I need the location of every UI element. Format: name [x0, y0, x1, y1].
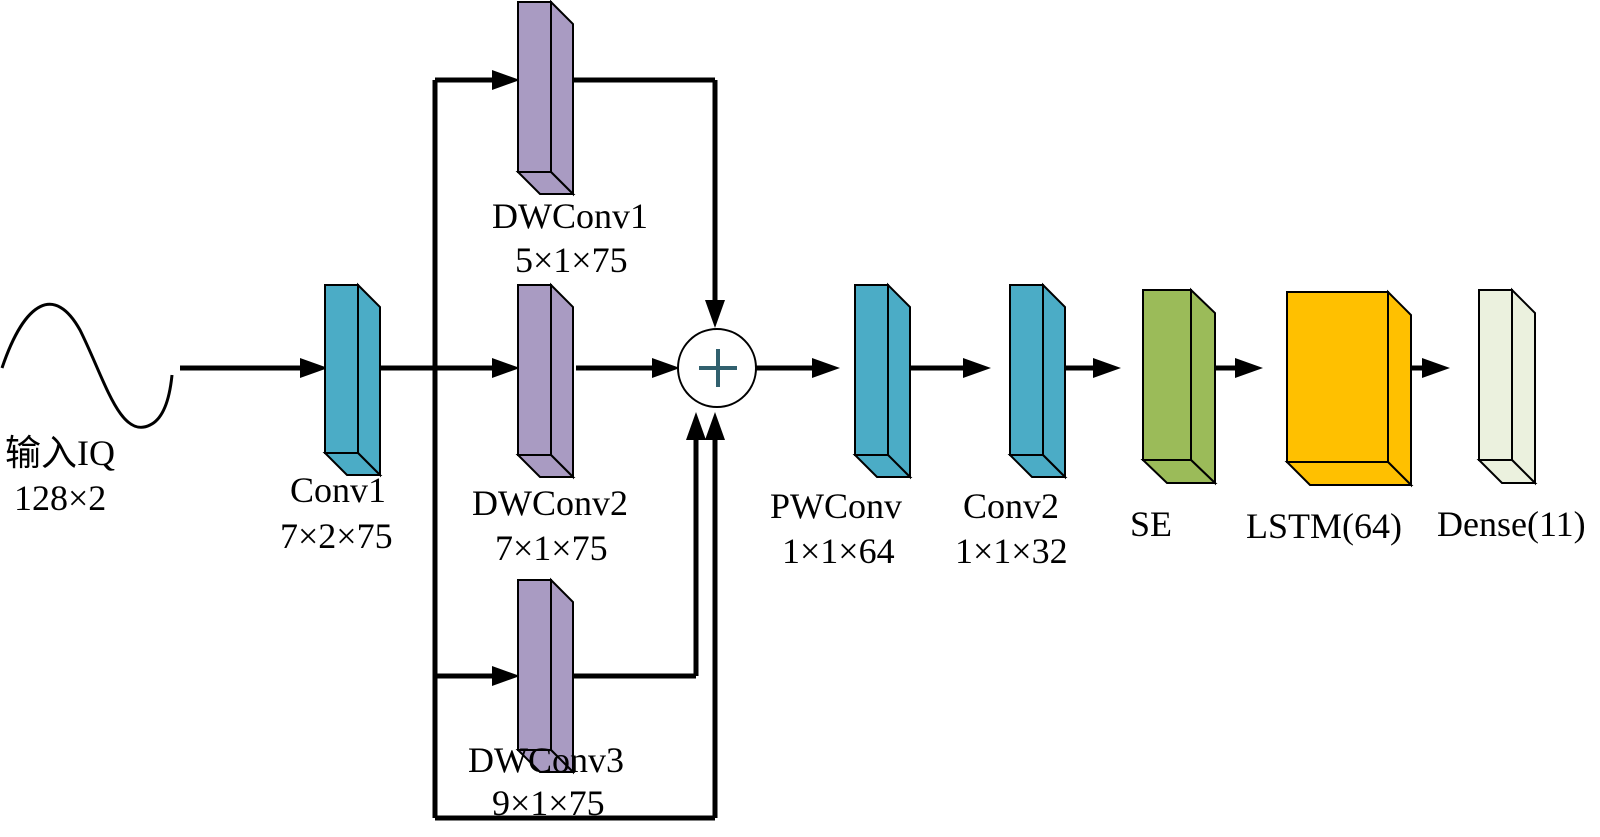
block-lstm — [1284, 289, 1414, 488]
block-pwconv — [852, 282, 913, 480]
block-se — [1140, 287, 1218, 486]
dwconv1-dims: 5×1×75 — [515, 240, 628, 280]
conv2-dims: 1×1×32 — [955, 531, 1068, 571]
block-conv2 — [1007, 282, 1068, 480]
conv1-dims: 7×2×75 — [280, 516, 393, 556]
block-dwconv2 — [515, 282, 576, 480]
conv2-name: Conv2 — [963, 486, 1059, 526]
pwconv-dims: 1×1×64 — [782, 531, 895, 571]
dwconv1-name: DWConv1 — [492, 196, 648, 236]
lstm-name: LSTM(64) — [1246, 506, 1402, 546]
input-label: 输入IQ — [5, 433, 115, 473]
block-dwconv1 — [515, 0, 576, 197]
block-dense — [1476, 287, 1538, 486]
iq-signal-icon — [0, 302, 174, 429]
dwconv2-name: DWConv2 — [472, 483, 628, 523]
input-dims: 128×2 — [14, 478, 106, 518]
dwconv2-dims: 7×1×75 — [495, 528, 608, 568]
connections — [180, 70, 1450, 821]
dwconv3-name: DWConv3 — [468, 740, 624, 780]
block-conv1 — [322, 282, 383, 478]
pwconv-name: PWConv — [770, 486, 902, 526]
dense-name: Dense(11) — [1437, 504, 1586, 544]
se-name: SE — [1130, 504, 1172, 544]
block-dwconv3 — [515, 577, 576, 775]
conv1-name: Conv1 — [290, 470, 386, 510]
adder-node — [677, 328, 757, 408]
dwconv3-dims: 9×1×75 — [492, 783, 605, 823]
